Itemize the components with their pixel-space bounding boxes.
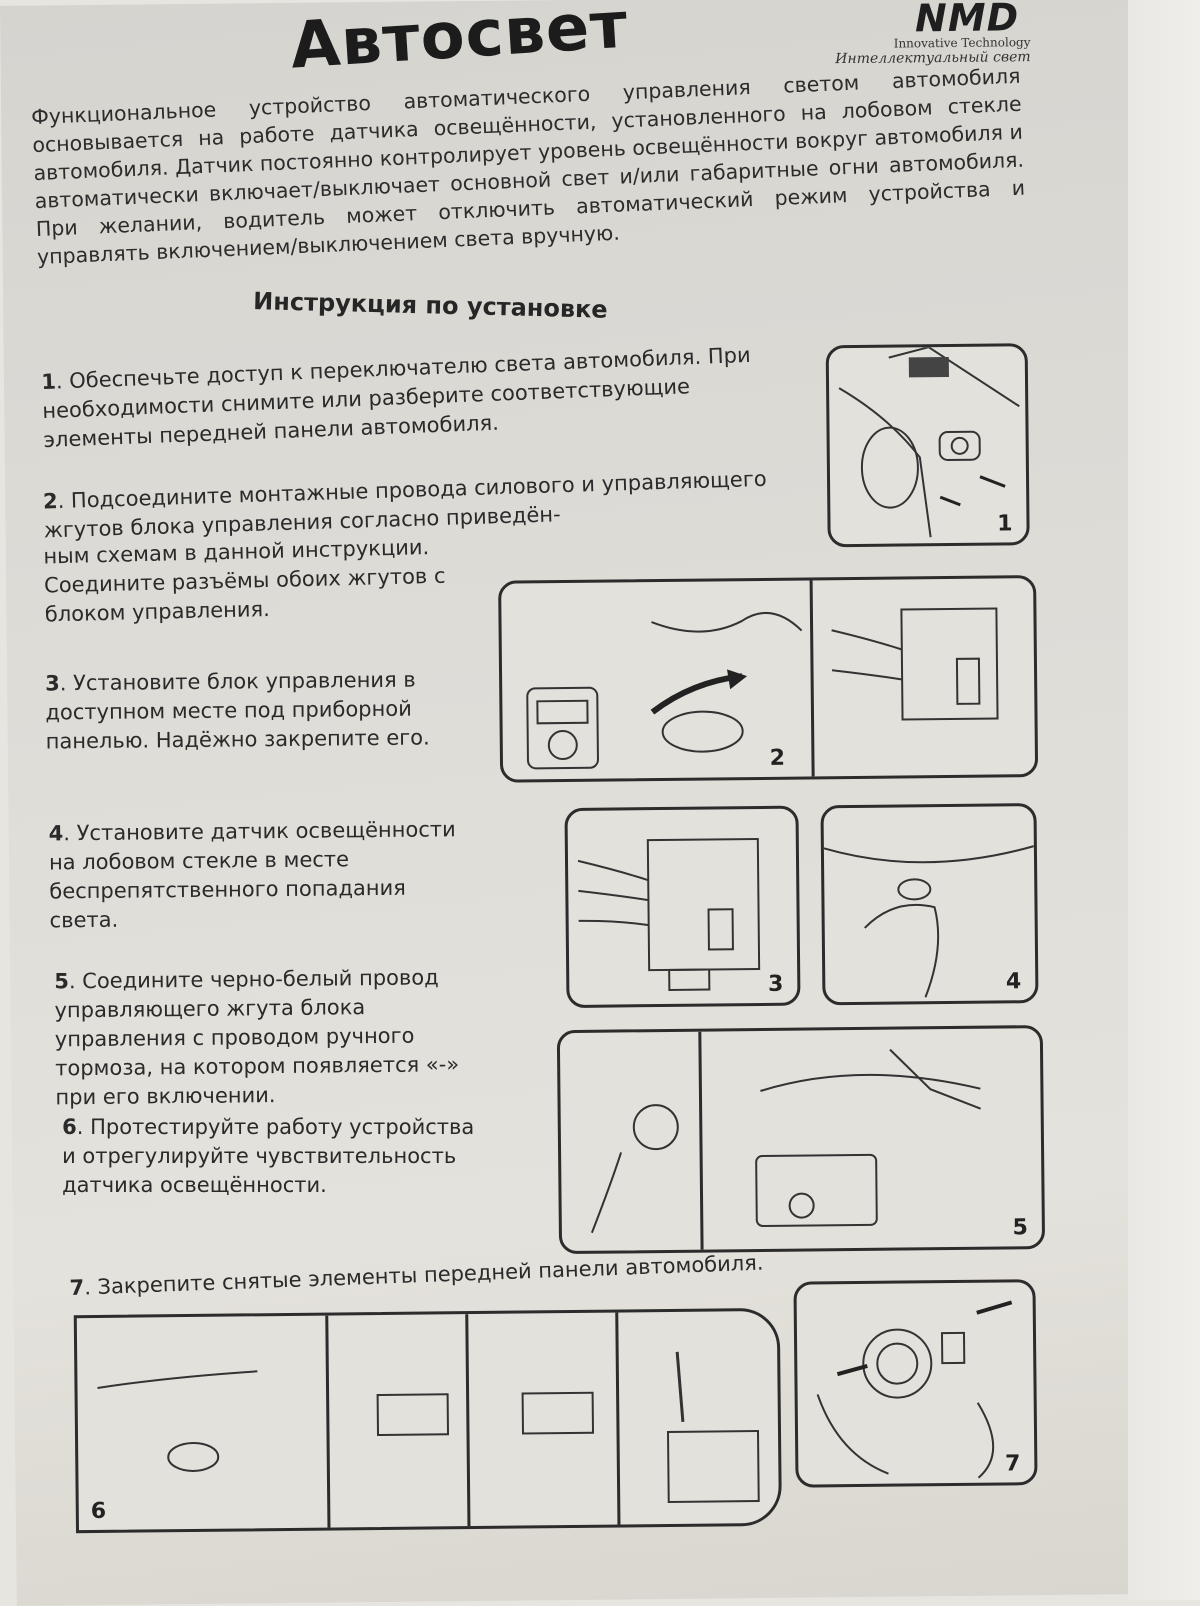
- wiring-illustration: [526, 580, 999, 777]
- instruction-sheet: Автосвет NMD™ Innovative Technology Инте…: [0, 0, 1145, 1606]
- control-unit-illustration: [577, 838, 761, 991]
- figure-6-test: 6: [73, 1307, 782, 1534]
- figure-number: 5: [1012, 1215, 1029, 1241]
- figure-4-sensor: 4: [820, 803, 1039, 1006]
- figure-number: 3: [767, 971, 784, 997]
- figure-number: 1: [997, 511, 1013, 537]
- figure-2-wiring: 2: [498, 575, 1039, 783]
- background-edge: [1128, 0, 1200, 1600]
- light-switch-illustration: [838, 346, 1020, 538]
- handbrake-illustration: [590, 1031, 981, 1250]
- figure-number: 4: [1005, 969, 1022, 995]
- step-3: 3. Установите блок управления в доступно…: [45, 667, 430, 754]
- step-5: 5. Соедините черно-белый провод управляю…: [54, 965, 460, 1110]
- reassemble-illustration: [816, 1300, 1013, 1479]
- intro-paragraph: Функциональное устройство автоматическог…: [30, 63, 1026, 270]
- step-2-continued: ным схемам в данной инструкции. Соединит…: [43, 535, 446, 627]
- figure-number: 2: [769, 745, 786, 771]
- figure-7-reassemble: 7: [793, 1279, 1038, 1488]
- figure-1-light-switch: 1: [825, 343, 1030, 548]
- sensor-illustration: [823, 845, 1035, 998]
- step-6: 6. Протестируйте работу устройства и отр…: [62, 1115, 475, 1198]
- figure-number: 7: [1004, 1451, 1021, 1477]
- document-title: Автосвет: [288, 0, 631, 84]
- figure-5-handbrake: 5: [556, 1025, 1046, 1255]
- test-illustration: [97, 1312, 760, 1528]
- figure-number: 6: [90, 1498, 107, 1525]
- section-heading: Инструкция по установке: [252, 287, 608, 324]
- step-1: 1. Обеспечьте доступ к переключателю све…: [40, 342, 752, 453]
- step-4: 4. Установите датчик освещённости на лоб…: [48, 817, 456, 933]
- step-7: 7. Закрепите снятые элементы передней па…: [69, 1250, 764, 1300]
- figure-3-control-unit: 3: [564, 805, 801, 1009]
